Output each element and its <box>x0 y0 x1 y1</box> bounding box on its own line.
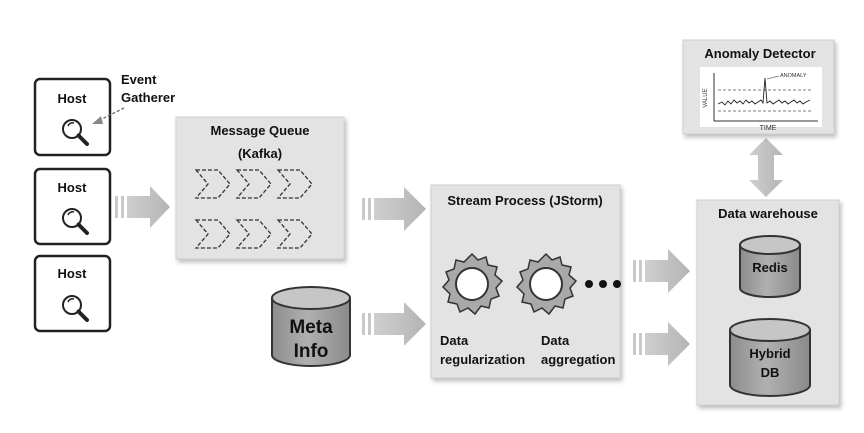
meta-info-database: Meta Info <box>271 286 351 367</box>
redis-database: Redis <box>739 235 801 298</box>
redis-label: Redis <box>752 260 787 275</box>
anomaly-detector-panel: Anomaly Detector VALUE TIME ANOMALY <box>682 39 835 135</box>
bidirectional-arrow <box>749 138 783 197</box>
anomaly-chart-y-label: VALUE <box>703 88 709 107</box>
message-queue-title: Message Queue <box>211 123 310 138</box>
svg-text:Event: Event <box>121 72 157 87</box>
host-label: Host <box>58 180 88 195</box>
hybrid-db-label-1: Hybrid <box>749 346 790 361</box>
hybrid-db-label-2: DB <box>761 365 780 380</box>
step1-label-2: regularization <box>440 352 525 367</box>
arrow-stream-to-warehouse-1 <box>633 249 690 293</box>
svg-text:Gatherer: Gatherer <box>121 90 175 105</box>
host-box-1: Host <box>33 77 112 157</box>
step1-label-1: Data <box>440 333 469 348</box>
step2-label-2: aggregation <box>541 352 615 367</box>
anomaly-detector-title: Anomaly Detector <box>704 46 815 61</box>
event-gatherer-label: Event Gatherer <box>121 72 175 105</box>
host-box-3: Host <box>33 254 112 333</box>
arrow-hosts-to-queue <box>115 186 170 228</box>
message-queue-subtitle: (Kafka) <box>238 146 282 161</box>
host-label: Host <box>58 91 88 106</box>
data-warehouse-panel: Data warehouse Redis Hybrid DB <box>696 199 840 406</box>
stream-process-title: Stream Process (JStorm) <box>447 193 602 208</box>
host-label: Host <box>58 266 88 281</box>
anomaly-chart-annotation: ANOMALY <box>780 73 807 79</box>
step2-label-1: Data <box>541 333 570 348</box>
ellipsis-dot <box>613 280 621 288</box>
event-gatherer-pointer-arrow <box>92 107 125 124</box>
host-box-2: Host <box>33 167 112 246</box>
arrow-queue-to-stream <box>362 187 426 231</box>
stream-process-panel: Stream Process (JStorm) Data regularizat… <box>430 184 621 379</box>
anomaly-chart-x-label: TIME <box>760 125 777 132</box>
meta-info-label-2: Info <box>294 341 329 362</box>
message-queue-panel: Message Queue (Kafka) <box>175 116 345 260</box>
hybrid-db-database: Hybrid DB <box>729 318 811 397</box>
anomaly-chart-area <box>700 67 822 127</box>
ellipsis-dot <box>599 280 607 288</box>
meta-info-label-1: Meta <box>289 317 333 338</box>
arrow-stream-to-warehouse-2 <box>633 322 690 366</box>
arrow-meta-to-stream <box>362 302 426 346</box>
data-warehouse-title: Data warehouse <box>718 206 818 221</box>
ellipsis-dot <box>585 280 593 288</box>
